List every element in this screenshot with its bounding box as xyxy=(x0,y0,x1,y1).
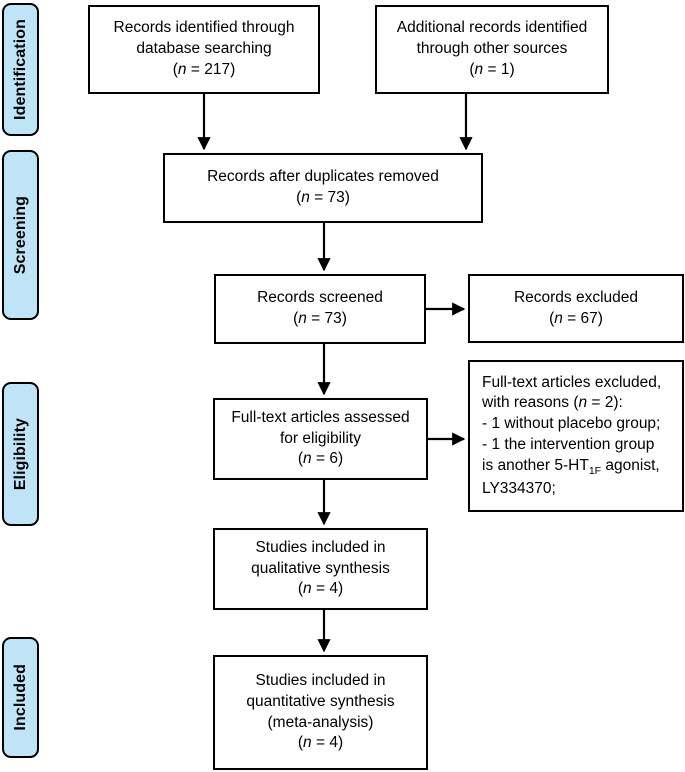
box-line: (meta-analysis) xyxy=(267,713,374,731)
box-additional-records-other-sources: Additional records identified through ot… xyxy=(375,5,609,94)
receptor-subscript: 1F xyxy=(588,465,602,478)
box-line: Studies included in xyxy=(255,538,386,556)
box-line: quantitative synthesis xyxy=(246,692,395,710)
phase-tab-identification: Identification xyxy=(2,3,39,136)
box-line: Studies included in xyxy=(255,671,386,689)
box-count: (n = 1) xyxy=(469,60,515,78)
box-records-excluded: Records excluded (n = 67) xyxy=(468,274,684,343)
box-line: Records after duplicates removed xyxy=(207,168,439,186)
box-studies-quantitative-synthesis: Studies included in quantitative synthes… xyxy=(213,655,428,770)
box-fulltext-articles-assessed: Full-text articles assessed for eligibil… xyxy=(213,398,428,480)
box-line: - 1 the intervention group xyxy=(482,436,655,454)
box-count: (n = 67) xyxy=(549,309,603,327)
phase-tab-eligibility-label: Eligibility xyxy=(11,417,29,491)
box-records-after-duplicates-removed: Records after duplicates removed (n = 73… xyxy=(163,153,483,223)
phase-tab-screening-label: Screening xyxy=(11,195,29,275)
phase-tab-included-label: Included xyxy=(11,664,29,731)
box-line: - 1 without placebo group; xyxy=(482,415,661,433)
phase-tab-eligibility: Eligibility xyxy=(2,382,39,526)
box-line: Records screened xyxy=(257,289,383,307)
box-records-screened: Records screened (n = 73) xyxy=(214,274,426,344)
box-line: database searching xyxy=(136,40,272,58)
box-line: through other sources xyxy=(416,40,568,58)
phase-tab-identification-label: Identification xyxy=(11,19,29,120)
box-line: LY334370; xyxy=(482,479,556,497)
phase-tab-screening: Screening xyxy=(2,150,39,320)
phase-tab-included: Included xyxy=(2,637,39,758)
box-line: for eligibility xyxy=(280,429,361,447)
box-line: Full-text articles excluded, xyxy=(482,373,662,391)
box-line: Additional records identified xyxy=(396,19,588,37)
box-line: Records excluded xyxy=(513,288,639,306)
box-count: (n = 73) xyxy=(296,189,350,206)
box-line: with reasons (n = 2): xyxy=(482,394,623,412)
box-line: Full-text articles assessed xyxy=(231,408,410,426)
box-count: (n = 4) xyxy=(297,734,344,752)
box-line: is another 5-HT1F agonist, xyxy=(482,457,660,478)
box-studies-qualitative-synthesis: Studies included in qualitative synthesi… xyxy=(213,528,428,610)
box-count: (n = 4) xyxy=(297,580,344,598)
box-count: (n = 73) xyxy=(293,310,347,327)
box-fulltext-articles-excluded: Full-text articles excluded, with reason… xyxy=(468,360,684,512)
box-line: Records identified through xyxy=(113,19,295,37)
box-count: (n = 6) xyxy=(297,450,344,468)
box-count: (n = 217) xyxy=(172,60,236,78)
box-records-identified-database: Records identified through database sear… xyxy=(88,5,320,94)
box-line: qualitative synthesis xyxy=(251,559,390,577)
